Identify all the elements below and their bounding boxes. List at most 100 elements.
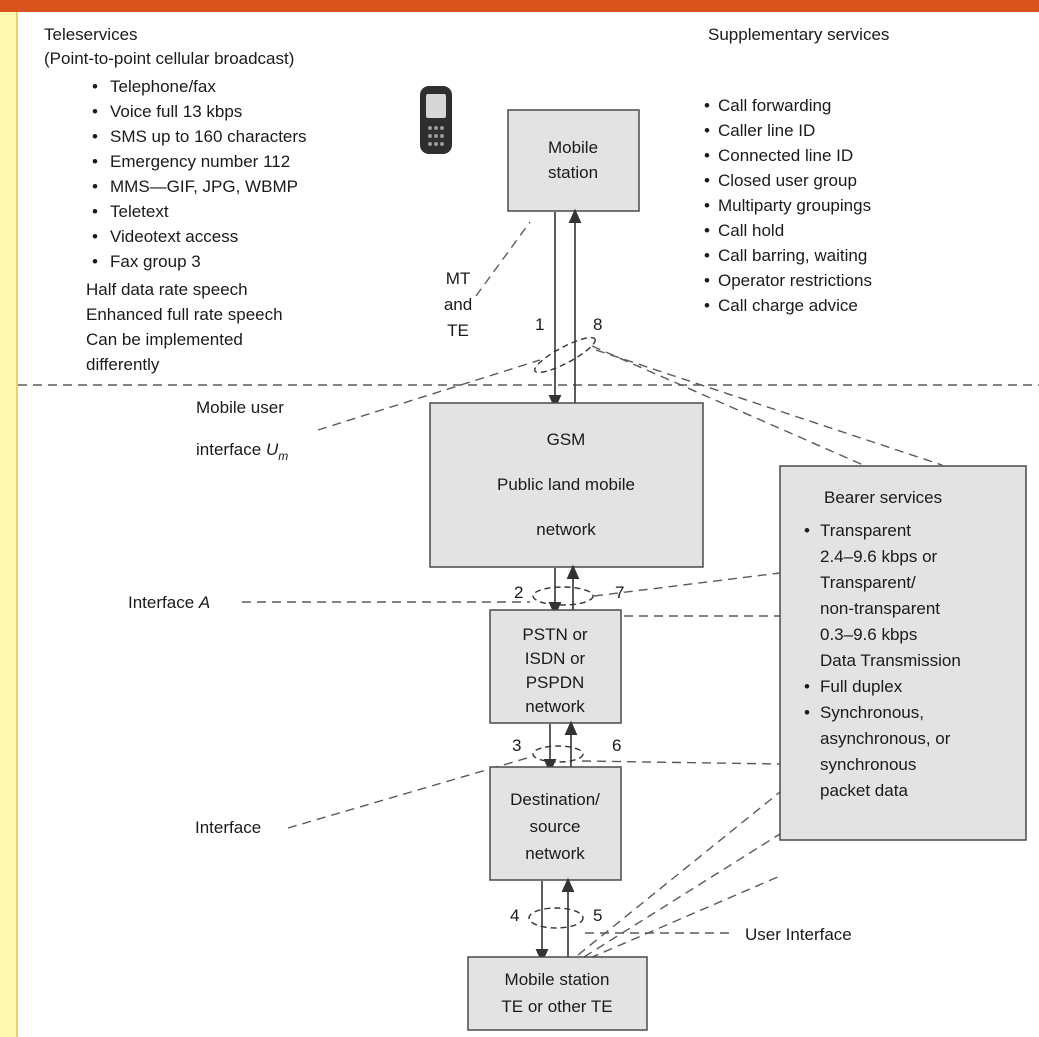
bearer-item: 2.4–9.6 kbps or bbox=[820, 547, 938, 566]
list-bullet: • bbox=[92, 227, 98, 246]
interface-um-ellipse bbox=[534, 336, 596, 374]
destination-network-box bbox=[489, 766, 622, 881]
top-accent-bar bbox=[0, 0, 1039, 12]
list-bullet: • bbox=[92, 77, 98, 96]
bearer-item: synchronous bbox=[820, 755, 916, 774]
interface-um-subscript: m bbox=[278, 449, 288, 463]
bearer-item: non-transparent bbox=[820, 599, 940, 618]
interface-a-prefix: Interface bbox=[128, 593, 199, 612]
bearer-item: packet data bbox=[820, 781, 908, 800]
supplementary-item: Call barring, waiting bbox=[718, 246, 867, 265]
user-interface-label: User Interface bbox=[745, 925, 852, 944]
bearer-services-box bbox=[779, 465, 1027, 841]
mobile-station-label: Mobile bbox=[548, 138, 598, 157]
list-bullet: • bbox=[704, 296, 710, 315]
list-bullet: • bbox=[704, 146, 710, 165]
flow-number-6: 6 bbox=[612, 736, 621, 755]
teleservice-note: Enhanced full rate speech bbox=[86, 305, 283, 324]
bearer-item: Full duplex bbox=[820, 677, 903, 696]
list-bullet: • bbox=[804, 521, 810, 540]
teleservice-item: Teletext bbox=[110, 202, 169, 221]
interface-a-label: Interface A bbox=[128, 593, 210, 612]
supplementary-item: Call charge advice bbox=[718, 296, 858, 315]
interface-label: Interface bbox=[195, 818, 261, 837]
list-bullet: • bbox=[704, 196, 710, 215]
supplementary-item: Operator restrictions bbox=[718, 271, 872, 290]
list-bullet: • bbox=[704, 271, 710, 290]
destination-label: source bbox=[529, 817, 580, 836]
interface-a-ellipse bbox=[532, 586, 594, 606]
left-accent-bar bbox=[0, 12, 16, 1037]
flow-number-1: 1 bbox=[535, 315, 544, 334]
list-bullet: • bbox=[704, 121, 710, 140]
flow-number-5: 5 bbox=[593, 906, 602, 925]
um-pointer bbox=[317, 359, 541, 431]
list-bullet: • bbox=[704, 246, 710, 265]
bearer-link-bottom-3 bbox=[589, 875, 781, 959]
bearer-link-bottom-1 bbox=[577, 791, 781, 956]
gsm-label: GSM bbox=[547, 430, 586, 449]
mobile-station-box bbox=[507, 109, 640, 212]
list-bullet: • bbox=[92, 202, 98, 221]
mt-te-label: and bbox=[444, 295, 472, 314]
gsm-label: network bbox=[536, 520, 596, 539]
gsm-label: Public land mobile bbox=[497, 475, 635, 494]
bearer-item: Transparent bbox=[820, 521, 911, 540]
list-bullet: • bbox=[92, 177, 98, 196]
list-bullet: • bbox=[92, 102, 98, 121]
supplementary-item: Connected line ID bbox=[718, 146, 853, 165]
teleservice-item: Emergency number 112 bbox=[110, 152, 290, 171]
bearer-link-um-2 bbox=[595, 349, 943, 466]
teleservice-item: Videotext access bbox=[110, 227, 238, 246]
list-bullet: • bbox=[92, 252, 98, 271]
bearer-item: Synchronous, bbox=[820, 703, 924, 722]
bearer-item: 0.3–9.6 kbps bbox=[820, 625, 917, 644]
list-bullet: • bbox=[704, 221, 710, 240]
bearer-link-a-1 bbox=[593, 572, 781, 597]
teleservice-note: differently bbox=[86, 355, 160, 374]
teleservice-item: Telephone/fax bbox=[110, 77, 216, 96]
pstn-label: PSPDN bbox=[526, 673, 585, 692]
teleservice-item: SMS up to 160 characters bbox=[110, 127, 307, 146]
left-accent-line bbox=[16, 12, 18, 1037]
bearer-link-bottom-2 bbox=[583, 833, 781, 958]
flow-number-8: 8 bbox=[593, 315, 602, 334]
pstn-label: PSTN or bbox=[522, 625, 588, 644]
user-interface-ellipse bbox=[528, 907, 584, 929]
end-station-label: Mobile station bbox=[505, 970, 610, 989]
end-station-box bbox=[467, 956, 648, 1031]
flow-number-2: 2 bbox=[514, 583, 523, 602]
interface-a-variable: A bbox=[198, 593, 210, 612]
destination-label: Destination/ bbox=[510, 790, 600, 809]
flow-number-3: 3 bbox=[512, 736, 521, 755]
mt-te-label: TE bbox=[447, 321, 469, 340]
bearer-item: Transparent/ bbox=[820, 573, 916, 592]
pstn-label: ISDN or bbox=[525, 649, 586, 668]
teleservices-subtitle: (Point-to-point cellular broadcast) bbox=[44, 49, 294, 68]
list-bullet: • bbox=[804, 703, 810, 722]
flow-number-4: 4 bbox=[510, 906, 519, 925]
teleservice-note: Can be implemented bbox=[86, 330, 243, 349]
list-bullet: • bbox=[92, 127, 98, 146]
teleservice-note: Half data rate speech bbox=[86, 280, 248, 299]
interface-um-variable: U bbox=[266, 440, 279, 459]
teleservices-title: Teleservices bbox=[44, 25, 138, 44]
list-bullet: • bbox=[704, 171, 710, 190]
supplementary-item: Call forwarding bbox=[718, 96, 831, 115]
interface-um-label: interface Um bbox=[196, 440, 288, 463]
supplementary-item: Multiparty groupings bbox=[718, 196, 871, 215]
supplementary-title: Supplementary services bbox=[708, 25, 889, 44]
bearer-item: Data Transmission bbox=[820, 651, 961, 670]
pstn-label: network bbox=[525, 697, 585, 716]
teleservices-list: • Telephone/fax • Voice full 13 kbps • S… bbox=[92, 77, 307, 271]
mt-te-label: MT bbox=[446, 269, 471, 288]
supplementary-list: • Call forwarding • Caller line ID • Con… bbox=[704, 96, 872, 315]
supplementary-item: Call hold bbox=[718, 221, 784, 240]
interface-um-prefix: interface bbox=[196, 440, 266, 459]
supplementary-item: Closed user group bbox=[718, 171, 857, 190]
teleservice-item: MMS—GIF, JPG, WBMP bbox=[110, 177, 298, 196]
destination-label: network bbox=[525, 844, 585, 863]
interface-ellipse-3-6 bbox=[532, 745, 584, 763]
